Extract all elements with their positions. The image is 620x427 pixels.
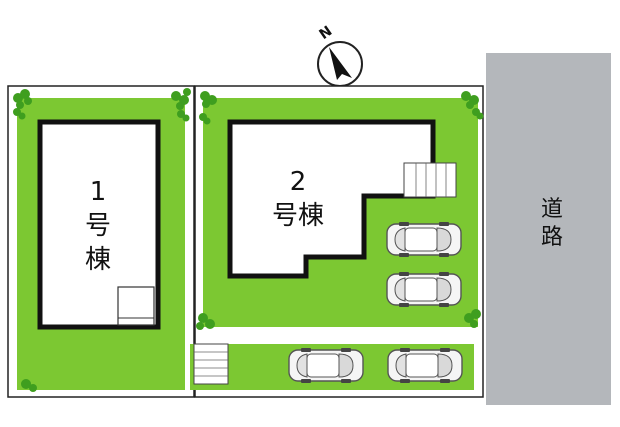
tree-icon	[21, 379, 37, 392]
tree-icon	[171, 88, 191, 110]
tree-icon	[196, 313, 215, 330]
building-2-steps	[403, 162, 457, 198]
road	[486, 53, 611, 405]
trees	[13, 88, 484, 392]
parking-car	[387, 347, 463, 384]
tree-icon	[461, 91, 479, 109]
parking-car	[288, 347, 364, 384]
north-arrow-icon	[329, 47, 352, 80]
building-2-label-number: 2	[290, 167, 307, 197]
compass-label: N	[316, 23, 335, 43]
tree-icon	[13, 108, 26, 120]
building-1-label-line3: 棟	[85, 245, 111, 275]
building-2	[227, 119, 436, 279]
tree-icon	[472, 108, 484, 120]
tree-icon	[177, 110, 190, 122]
building-1-label-number: 1	[90, 177, 107, 207]
north-compass: N	[316, 23, 363, 87]
road-label-2: 路	[541, 225, 563, 250]
building-2-label-line2: 号棟	[272, 201, 324, 231]
parking-car	[386, 221, 462, 258]
building-1-porch	[117, 286, 155, 326]
tree-icon	[13, 89, 32, 109]
road-label-1: 道	[541, 197, 563, 222]
parking-car	[386, 271, 462, 308]
entrance-steps	[193, 343, 229, 385]
building-1-label-line2: 号	[85, 211, 111, 241]
tree-icon	[200, 91, 217, 108]
tree-icon	[464, 309, 481, 328]
tree-icon	[199, 113, 211, 125]
